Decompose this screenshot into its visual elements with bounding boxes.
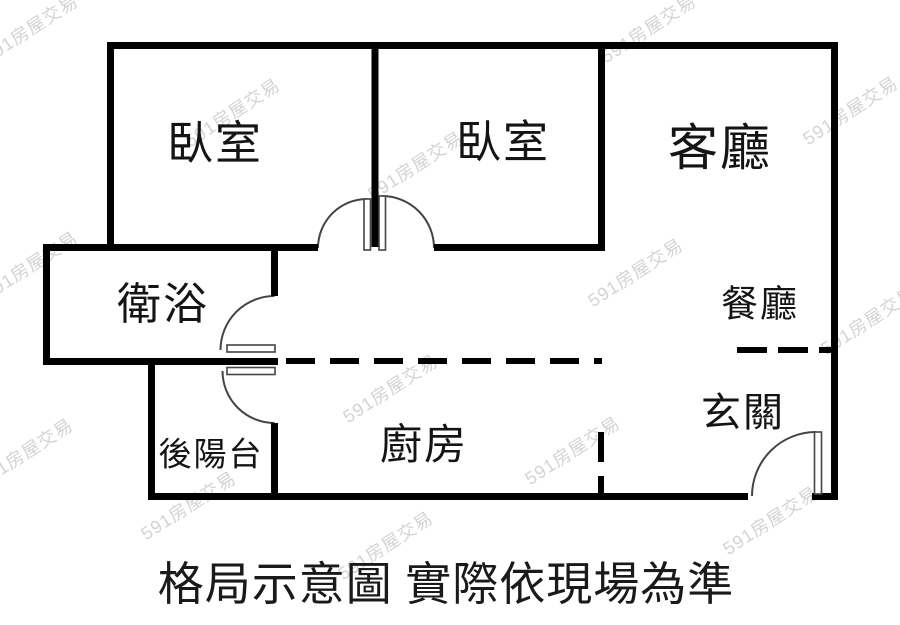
wall-top	[107, 42, 838, 49]
wall-bathroom-left	[43, 244, 50, 365]
entry-door-arc	[751, 431, 817, 497]
plan-caption: 格局示意圖 實際依現場為準	[157, 559, 735, 610]
kitchen-label: 廚房	[379, 423, 469, 469]
walls	[43, 42, 838, 500]
back-balcony-label: 後陽台	[158, 437, 264, 474]
wall-bathroom-right-stub	[271, 244, 278, 296]
wall-right	[831, 42, 838, 500]
dining-room-label: 餐廳	[721, 284, 799, 326]
wall-bedroom-middle-right	[598, 42, 605, 251]
wall-balcony-right-stub	[271, 423, 278, 500]
balcony-door-leaf	[226, 366, 276, 376]
entryway-label: 玄關	[701, 390, 785, 435]
wall-bedroom-divider	[371, 42, 379, 247]
bathroom-door-leaf	[226, 344, 276, 353]
dashed-boundaries	[286, 347, 831, 497]
bathroom-label: 衛浴	[117, 280, 209, 329]
entry-door-leaf	[813, 431, 823, 495]
balcony-door-arc	[221, 370, 275, 424]
bathroom-door-arc	[219, 295, 275, 351]
bedroom-left-door-leaf	[363, 198, 372, 251]
wall-balcony-left	[148, 358, 155, 500]
bedroom-middle-door-leaf	[378, 195, 387, 251]
door-arcs	[219, 195, 817, 497]
bedroom-left-label: 臥室	[167, 118, 263, 169]
living-room-label: 客廳	[668, 120, 772, 176]
bedroom-left-door-arc	[317, 198, 368, 249]
wall-bedroom-left-side	[107, 42, 114, 251]
wall-bottom-right	[812, 493, 838, 500]
wall-bedrooms-bottom-right	[434, 244, 605, 251]
bedroom-middle-door-arc	[381, 195, 435, 249]
wall-bottom	[148, 493, 748, 500]
door-leaves	[226, 195, 823, 495]
wall-middle-horizontal	[43, 358, 278, 365]
wall-bedrooms-bottom-left	[43, 244, 318, 251]
bedroom-middle-label: 臥室	[455, 117, 551, 168]
